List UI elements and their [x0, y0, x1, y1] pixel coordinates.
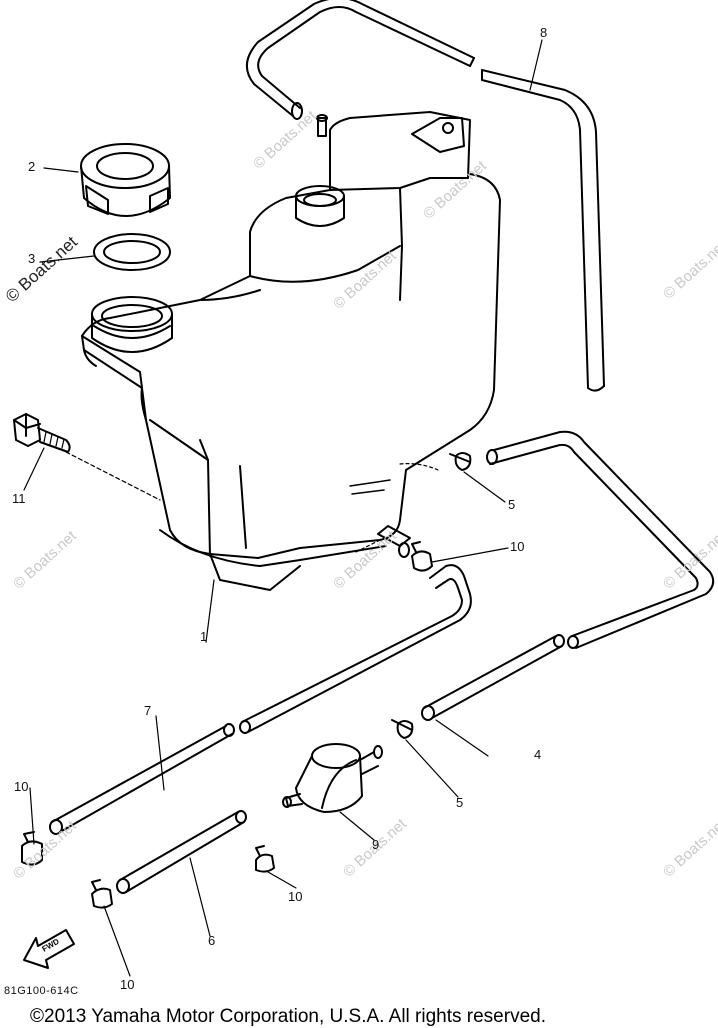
callout-5-lower: 5	[456, 795, 464, 810]
copyright-notice: ©2013 Yamaha Motor Corporation, U.S.A. A…	[30, 1006, 546, 1027]
clamp-10-tank	[411, 541, 433, 572]
clamp-10-center	[255, 845, 275, 873]
clamp-10-left	[21, 831, 43, 866]
callout-9: 9	[372, 837, 380, 852]
fwd-arrow-icon	[23, 929, 75, 969]
callout-4: 4	[534, 747, 542, 762]
oil-tank	[81, 111, 501, 591]
clamp-10-bottom	[91, 879, 113, 909]
tank-cap	[80, 143, 171, 217]
parts-diagram: FWD	[13, 0, 715, 977]
fuel-filter	[282, 743, 383, 813]
callout-11: 11	[12, 491, 26, 506]
clip-5-lower	[391, 719, 414, 739]
callout-7: 7	[144, 703, 152, 718]
callout-1: 1	[200, 629, 208, 644]
callout-10-center: 10	[288, 889, 303, 904]
hose-4	[421, 430, 715, 721]
bolt	[13, 413, 71, 453]
leader-lines	[23, 39, 543, 977]
cap-gasket	[93, 233, 171, 271]
callout-10-bottom: 10	[120, 977, 135, 992]
callout-6: 6	[208, 933, 216, 948]
callout-5-upper: 5	[508, 497, 516, 512]
hose-6	[116, 810, 247, 894]
callout-3: 3	[28, 251, 36, 266]
diagram-code: 81G100-614C	[4, 985, 79, 997]
hose-7	[49, 723, 235, 835]
callout-8: 8	[540, 25, 548, 40]
callout-10-left: 10	[14, 779, 29, 794]
callout-2: 2	[28, 159, 36, 174]
callout-10-tank: 10	[510, 539, 525, 554]
outlet-hose	[239, 564, 472, 734]
clip-5-upper	[449, 452, 472, 471]
vent-hose-8	[246, 0, 605, 392]
